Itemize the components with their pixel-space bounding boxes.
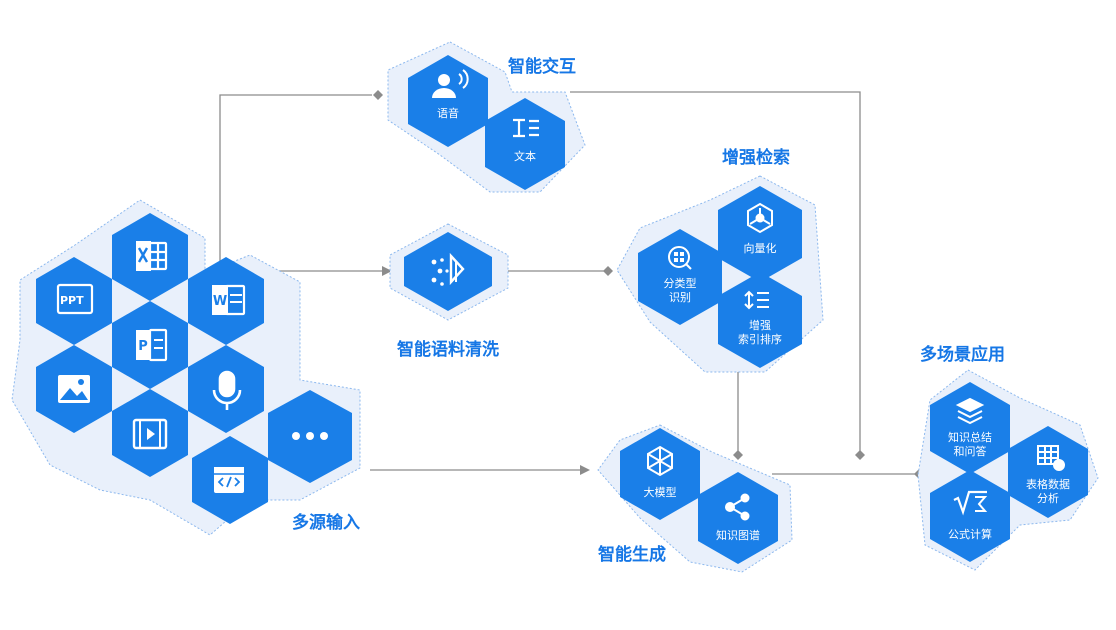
table-chart-icon [1037,445,1065,471]
title-multi-source-input: 多源输入 [292,512,360,533]
stack-icon [955,397,985,425]
diamond-marker [603,266,613,276]
word-icon: W [212,284,246,316]
generation-hexagons: 大模型 知识图谱 [620,428,778,564]
diamond-marker [855,450,865,460]
formula-hex[interactable] [930,470,1010,562]
microphone-icon [212,370,242,410]
title-enhanced-retrieval: 增强检索 [722,147,790,168]
cleaning-hexagon [404,232,492,311]
table-label-line2: 分析 [1037,491,1059,505]
table-hex[interactable] [1008,426,1088,518]
excel-icon [136,241,168,271]
code-icon [214,467,244,493]
app-hexagons: 知识总结 和问答 表格数据 分析 公式计算 [930,382,1088,562]
vectorize-label: 向量化 [744,241,777,255]
filter-icon [431,252,465,286]
video-icon [132,418,168,450]
share-graph-icon [725,493,750,521]
search-grid-icon [668,246,692,270]
summary-label-line1: 知识总结 [948,430,992,444]
text-hex[interactable] [485,98,565,190]
input-hexagons: PPT W P [36,213,352,524]
retrieval-hexagons: 向量化 分类型 识别 增强 索引排序 [638,186,802,368]
title-smart-generation: 智能生成 [598,544,666,565]
vector-cube-icon [747,202,773,234]
pdf-icon: P [136,328,168,362]
sort-icon [744,290,769,310]
word-letter: W [213,294,227,309]
ppt-label: PPT [60,294,84,307]
diamond-marker [373,90,383,100]
formula-label: 公式计算 [948,527,992,541]
llm-label: 大模型 [644,485,677,499]
formula-icon [953,490,988,516]
connectors [219,91,918,475]
group-titles: 智能交互 智能语料清洗 增强检索 智能生成 多场景应用 多源输入 [292,56,1005,565]
pdf-letter: P [138,339,148,354]
text-icon [513,118,539,138]
ppt-icon: PPT [56,283,94,315]
title-smart-interaction: 智能交互 [508,56,576,77]
title-multi-scene-app: 多场景应用 [920,344,1005,365]
classify-hex[interactable] [638,229,722,325]
arrow-marker [580,465,590,475]
rank-label-line1: 增强 [749,318,771,332]
text-label: 文本 [514,149,536,163]
connector-interaction-to-app [570,91,861,452]
diamond-marker [733,450,743,460]
interaction-hexagons: 语音 文本 [408,55,565,190]
table-label-line1: 表格数据 [1026,477,1070,491]
classify-label-line2: 识别 [669,291,691,304]
more-icon [292,432,328,440]
vectorize-hex[interactable] [718,186,802,282]
voice-icon [432,69,469,98]
rank-hex[interactable] [718,272,802,368]
graph-label: 知识图谱 [716,528,760,542]
ppt-hex[interactable] [36,257,112,345]
model-icon [647,445,673,477]
classify-label-line1: 分类型 [664,276,697,290]
connector-input-to-interaction [219,94,372,268]
summary-hex[interactable] [930,382,1010,474]
summary-label-line2: 和问答 [954,444,987,458]
image-icon [58,375,90,403]
arrow-marker [382,266,392,276]
title-corpus-cleaning: 智能语料清洗 [397,339,499,360]
voice-label: 语音 [437,106,459,120]
rank-label-line2: 索引排序 [738,332,782,346]
graph-hex[interactable] [698,472,778,564]
